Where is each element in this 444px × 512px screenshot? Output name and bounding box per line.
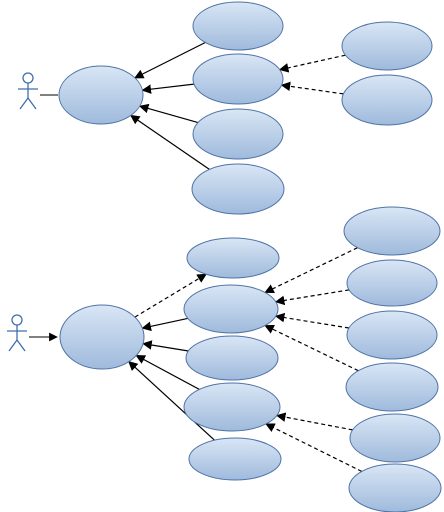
use-case-top-1 bbox=[192, 1, 284, 51]
use-case-ellipse bbox=[186, 237, 280, 279]
use-case-ellipse bbox=[345, 362, 439, 412]
use-case-bottom-3 bbox=[185, 335, 279, 381]
use-case-ellipse bbox=[348, 463, 442, 512]
use-case-bottom-9 bbox=[345, 362, 439, 412]
use-case-top-3 bbox=[192, 108, 284, 160]
use-case-bottom-10 bbox=[349, 413, 441, 463]
use-case-ellipse bbox=[192, 1, 284, 51]
use-case-ellipse bbox=[188, 437, 282, 481]
use-case-ellipse bbox=[192, 53, 284, 105]
dependency-arrow-bottom-9 bbox=[275, 412, 353, 431]
use-case-ellipse bbox=[341, 74, 433, 126]
use-case-ellipse bbox=[349, 413, 441, 463]
association-arrow-bottom-4 bbox=[128, 360, 215, 441]
dependency-arrow-top-4 bbox=[278, 54, 346, 73]
association-arrow-top-1 bbox=[141, 83, 195, 94]
dependency-arrow-bottom-5 bbox=[264, 247, 358, 294]
association-arrow-bottom-3 bbox=[135, 354, 200, 390]
actor-icon bbox=[18, 72, 38, 110]
actor-icon bbox=[7, 314, 27, 352]
dependency-arrow-top-5 bbox=[280, 81, 344, 95]
use-case-bottom-11 bbox=[348, 463, 442, 512]
dependency-arrow-bottom-8 bbox=[264, 324, 359, 372]
use-case-top-2 bbox=[192, 53, 284, 105]
use-case-ellipse bbox=[343, 206, 441, 256]
use-case-top-6 bbox=[341, 74, 433, 126]
use-case-bottom-1 bbox=[186, 237, 280, 279]
use-case-ellipse bbox=[341, 21, 433, 71]
association-arrow-top-0 bbox=[134, 41, 206, 79]
use-case-ellipse bbox=[58, 65, 144, 125]
use-case-top-4 bbox=[191, 163, 285, 215]
use-case-ellipse bbox=[185, 335, 279, 381]
use-case-bottom-6 bbox=[343, 206, 441, 256]
association-arrow-top-3 bbox=[130, 114, 210, 170]
use-case-ellipse bbox=[59, 304, 145, 370]
dependency-arrow-bottom-10 bbox=[265, 423, 362, 472]
use-case-ellipse bbox=[346, 259, 438, 307]
use-case-ellipse bbox=[183, 382, 281, 432]
use-case-ellipse bbox=[346, 310, 438, 360]
use-case-ellipse bbox=[192, 108, 284, 160]
use-case-bottom-0 bbox=[59, 304, 145, 370]
use-case-top-5 bbox=[341, 21, 433, 71]
association-arrow-top-2 bbox=[138, 103, 199, 124]
association-arrow-bottom-2 bbox=[142, 340, 189, 352]
use-case-ellipse bbox=[191, 163, 285, 215]
dependency-arrow-bottom-7 bbox=[274, 312, 349, 329]
use-case-ellipse bbox=[183, 284, 279, 334]
use-case-bottom-8 bbox=[346, 310, 438, 360]
use-case-bottom-4 bbox=[183, 382, 281, 432]
use-case-bottom-2 bbox=[183, 284, 279, 334]
use-case-top-0 bbox=[58, 65, 144, 125]
use-case-bottom-7 bbox=[346, 259, 438, 307]
use-case-bottom-5 bbox=[188, 437, 282, 481]
association-arrow-bottom-1 bbox=[141, 317, 188, 332]
dependency-arrow-bottom-6 bbox=[274, 289, 350, 306]
